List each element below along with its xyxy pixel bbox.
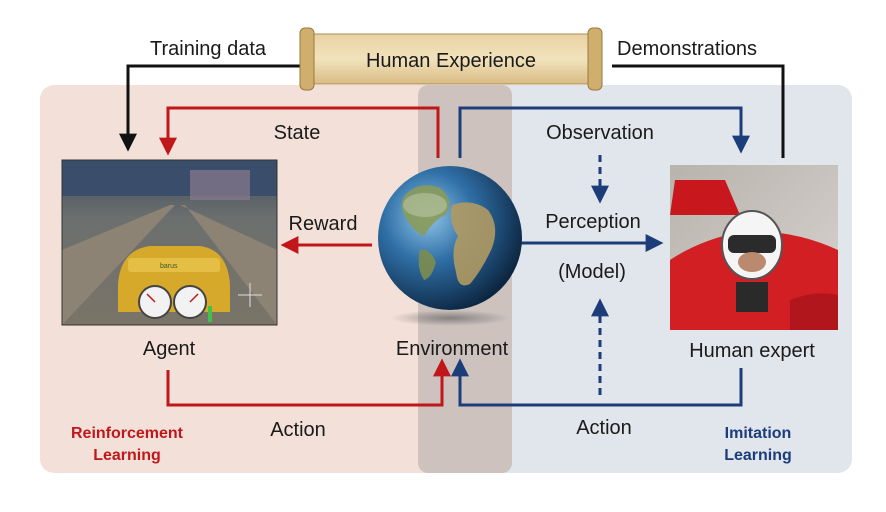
action-arrow-blue: [451, 358, 743, 407]
training-data-label: Training data: [150, 38, 267, 60]
action-label-left: Action: [270, 419, 326, 441]
human-expert-image: [670, 165, 838, 330]
demonstrations-line: [612, 64, 785, 158]
human-experience-scroll: Human Experience: [299, 27, 603, 91]
environment-globe: [378, 166, 522, 326]
scroll-title: Human Experience: [366, 50, 536, 72]
environment-label: Environment: [396, 338, 509, 360]
svg-text:barus: barus: [160, 263, 178, 270]
agent-label: Agent: [143, 338, 196, 360]
observation-arrow: [458, 106, 750, 158]
model-label: (Model): [558, 261, 626, 283]
agent-game-image: barus: [61, 159, 278, 326]
human-expert-label: Human expert: [689, 340, 815, 362]
action-arrow-red: [166, 358, 451, 407]
training-data-arrow: [119, 64, 300, 152]
demonstrations-label: Demonstrations: [617, 38, 757, 60]
perception-label: Perception: [545, 211, 641, 233]
il-title-line2: Learning: [724, 447, 792, 464]
reward-label: Reward: [289, 213, 358, 235]
il-title-line1: Imitation: [725, 425, 792, 442]
rl-title-line2: Learning: [93, 447, 161, 464]
rl-title-line1: Reinforcement: [71, 425, 184, 442]
observation-label: Observation: [546, 122, 654, 144]
state-arrow: [159, 106, 440, 158]
state-label: State: [274, 122, 321, 144]
action-label-right: Action: [576, 417, 632, 439]
